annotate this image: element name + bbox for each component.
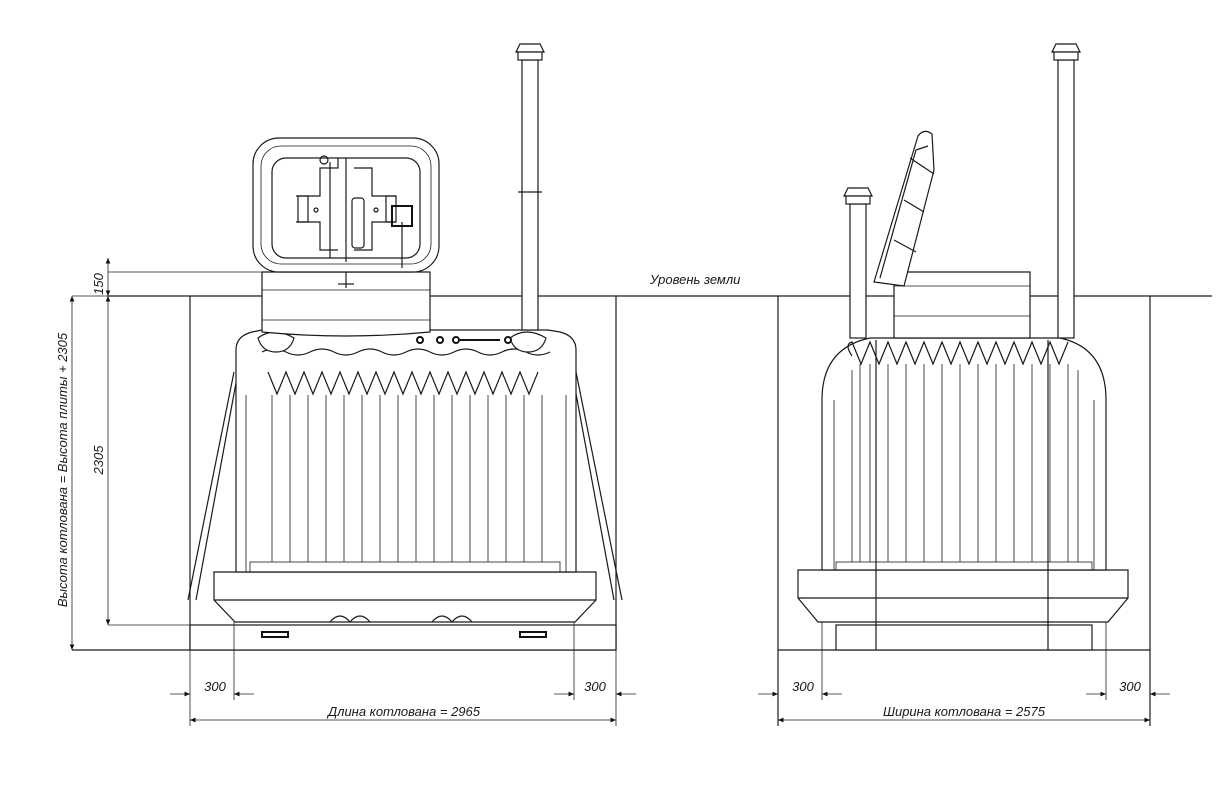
- left-300-a-label: 300: [204, 679, 226, 694]
- right-view-tank: [777, 43, 1151, 726]
- left-dimensions: [69, 258, 636, 726]
- pit-length-label: Длина котлована = 2965: [326, 704, 481, 719]
- left-view-tank: [72, 43, 623, 651]
- ground-level-label: Уровень земли: [649, 272, 740, 287]
- right-dimensions: [758, 622, 1170, 723]
- left-300-b-label: 300: [584, 679, 606, 694]
- pit-width-label: Ширина котлована = 2575: [883, 704, 1046, 719]
- pit-height-label: Высота котлована = Высота плиты + 2305: [55, 332, 70, 607]
- right-300-a-label: 300: [792, 679, 814, 694]
- dim-150-label: 150: [91, 272, 106, 294]
- dim-2305-label: 2305: [91, 445, 106, 476]
- right-300-b-label: 300: [1119, 679, 1141, 694]
